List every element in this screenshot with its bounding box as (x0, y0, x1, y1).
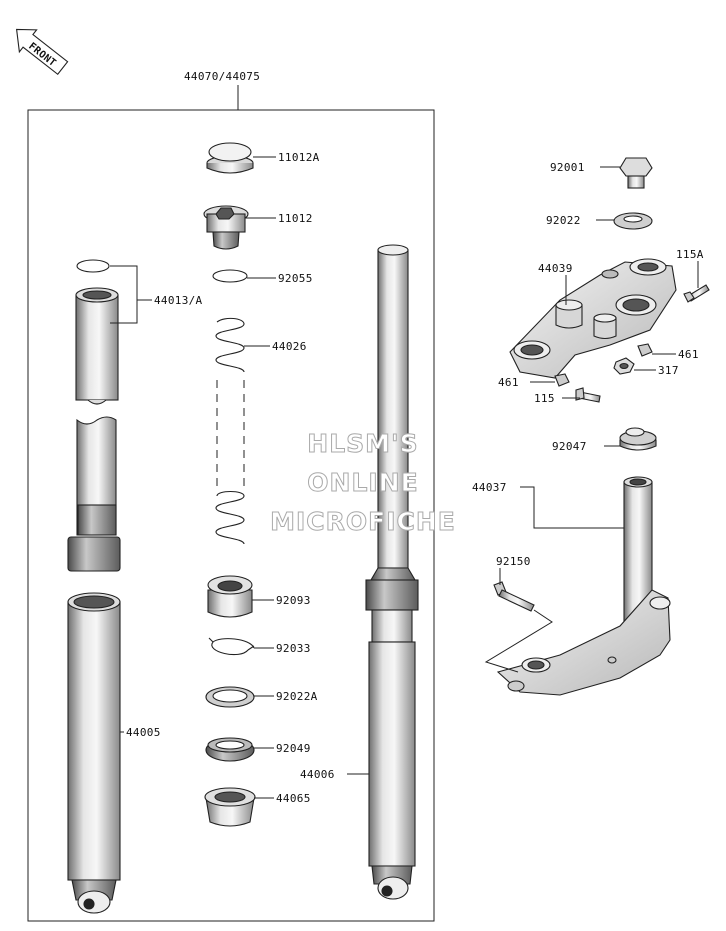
spring-icon (215, 317, 245, 545)
label-115A: 115A (676, 248, 704, 261)
label-461-left: 461 (498, 376, 519, 389)
label-317: 317 (658, 364, 679, 377)
label-44037: 44037 (472, 481, 507, 494)
label-92022: 92022 (546, 214, 581, 227)
label-461-right: 461 (678, 348, 699, 361)
label-92049: 92049 (276, 742, 311, 755)
front-arrow-icon: FRONT (15, 28, 69, 76)
label-11012A: 11012A (278, 151, 320, 164)
label-44013A: 44013/A (154, 294, 203, 307)
label-92022A: 92022A (276, 690, 318, 703)
part-labels: 11012A 11012 92055 44013/A 44026 92093 9… (126, 151, 704, 805)
label-92047: 92047 (552, 440, 587, 453)
label-115: 115 (534, 392, 555, 405)
label-44006: 44006 (300, 768, 335, 781)
label-92093: 92093 (276, 594, 311, 607)
label-44039: 44039 (538, 262, 573, 275)
label-44026: 44026 (272, 340, 307, 353)
label-92150: 92150 (496, 555, 531, 568)
right-fork-leg (365, 244, 419, 900)
leader-lines (110, 156, 699, 799)
watermark: HLSM'S ONLINE MICROFICHE (270, 429, 456, 537)
watermark-line-2: ONLINE (307, 468, 418, 497)
label-11012: 11012 (278, 212, 313, 225)
label-92033: 92033 (276, 642, 311, 655)
left-fork-leg (67, 259, 121, 914)
lower-bracket-parts (493, 427, 671, 696)
label-44005: 44005 (126, 726, 161, 739)
label-44065: 44065 (276, 792, 311, 805)
upper-bracket-parts (509, 157, 710, 403)
label-92055: 92055 (278, 272, 313, 285)
assembly-label: 44070/44075 (184, 70, 260, 83)
assembly-box (27, 109, 435, 922)
label-92001: 92001 (550, 161, 585, 174)
watermark-line-1: HLSM'S (307, 429, 418, 458)
center-internal-parts (203, 142, 256, 827)
watermark-line-3: MICROFICHE (270, 507, 456, 536)
